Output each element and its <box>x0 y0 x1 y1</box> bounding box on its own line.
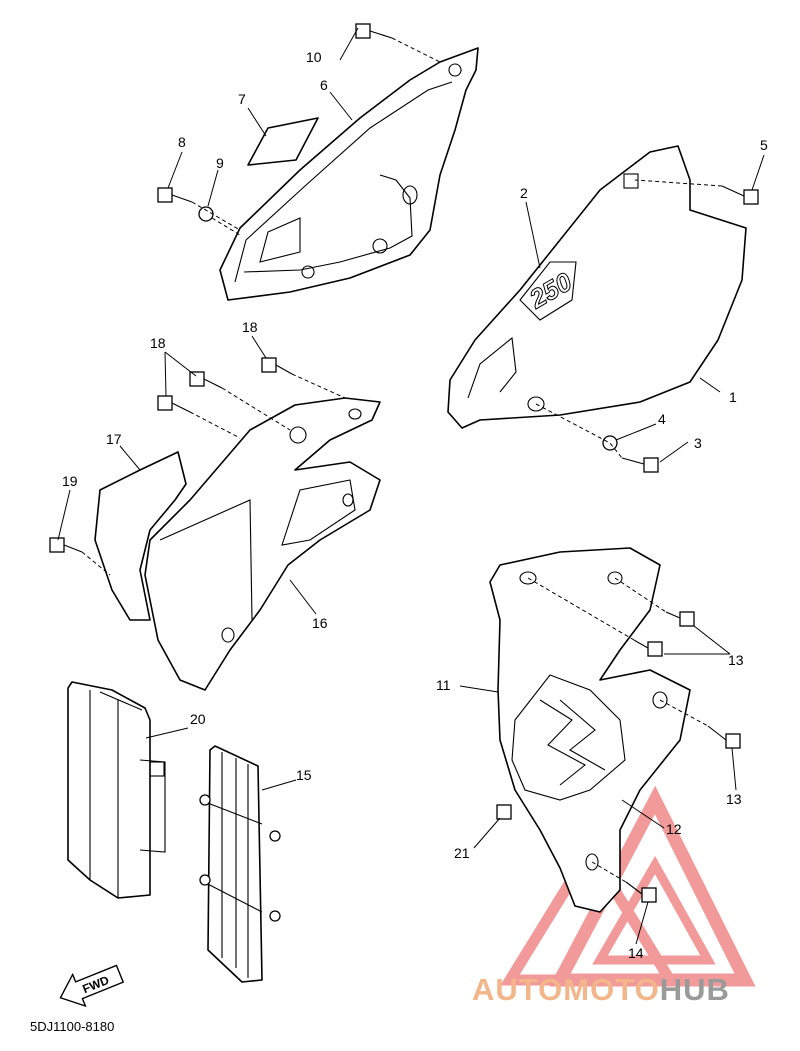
part-1-shroud-right: 250 <box>447 145 747 429</box>
watermark-part2: HUB <box>660 972 730 1007</box>
fwd-arrow: FWD <box>59 964 125 1008</box>
bolt-13c <box>707 725 741 749</box>
callout-18a: 18 <box>150 335 166 351</box>
callout-19: 19 <box>62 473 78 489</box>
callout-4: 4 <box>658 411 666 427</box>
callout-11: 11 <box>436 677 451 693</box>
callout-16: 16 <box>312 615 328 631</box>
callout-12: 12 <box>666 821 682 837</box>
callout-10: 10 <box>306 49 322 65</box>
leader-lines <box>57 27 765 945</box>
part-15-radiator-louver <box>199 745 281 983</box>
bolt-18b <box>157 395 191 413</box>
part-11-side-cover-lower <box>489 547 691 913</box>
bolt-19 <box>49 537 83 553</box>
part-code: 5DJ1100-8180 <box>30 1019 114 1034</box>
callouts: 1 2 3 4 5 6 7 8 9 10 11 12 13 13 14 15 1… <box>62 49 768 961</box>
callout-1: 1 <box>729 389 737 405</box>
part-16-radiator-shroud <box>144 397 381 691</box>
washer-9 <box>198 206 214 222</box>
callout-8: 8 <box>178 134 186 150</box>
bolt-13b <box>633 639 663 657</box>
part-17-decal <box>94 451 187 621</box>
bolt-8 <box>157 187 193 203</box>
svg-text:AUTOMOTOHUB: AUTOMOTOHUB <box>472 972 730 1007</box>
callout-3: 3 <box>694 435 702 451</box>
callout-5: 5 <box>760 137 768 153</box>
callout-7: 7 <box>238 91 246 107</box>
callout-13b: 13 <box>726 791 742 807</box>
bolt-14 <box>625 881 657 903</box>
watermark-part1: AUTOMOTO <box>472 972 660 1007</box>
callout-9: 9 <box>216 155 224 171</box>
part-7-decal <box>247 117 319 166</box>
fwd-arrow-icon <box>59 964 125 1008</box>
callout-20: 20 <box>190 711 206 727</box>
callout-13a: 13 <box>728 652 744 668</box>
bolt-13a <box>665 611 695 627</box>
assembly-lines <box>81 37 723 883</box>
callout-14: 14 <box>628 945 644 961</box>
callout-15: 15 <box>296 767 312 783</box>
callout-18b: 18 <box>242 319 258 335</box>
callout-21: 21 <box>454 845 470 861</box>
callout-2: 2 <box>520 185 528 201</box>
callout-6: 6 <box>320 77 328 93</box>
watermark-text: AUTOMOTOHUB <box>472 972 730 1007</box>
nut-21 <box>496 804 512 820</box>
bolt-3 <box>621 457 659 473</box>
bolt-18c <box>261 357 293 375</box>
watermark-triangle-inner <box>592 855 716 965</box>
bolt-18a <box>189 371 223 389</box>
bolt-10 <box>355 23 393 39</box>
part-20-radiator-guard <box>67 681 166 899</box>
bolt-5 <box>721 185 759 205</box>
part-6-side-cover-upper <box>219 47 479 301</box>
callout-17: 17 <box>106 431 122 447</box>
washer-4 <box>602 435 618 451</box>
bolts <box>49 23 759 903</box>
